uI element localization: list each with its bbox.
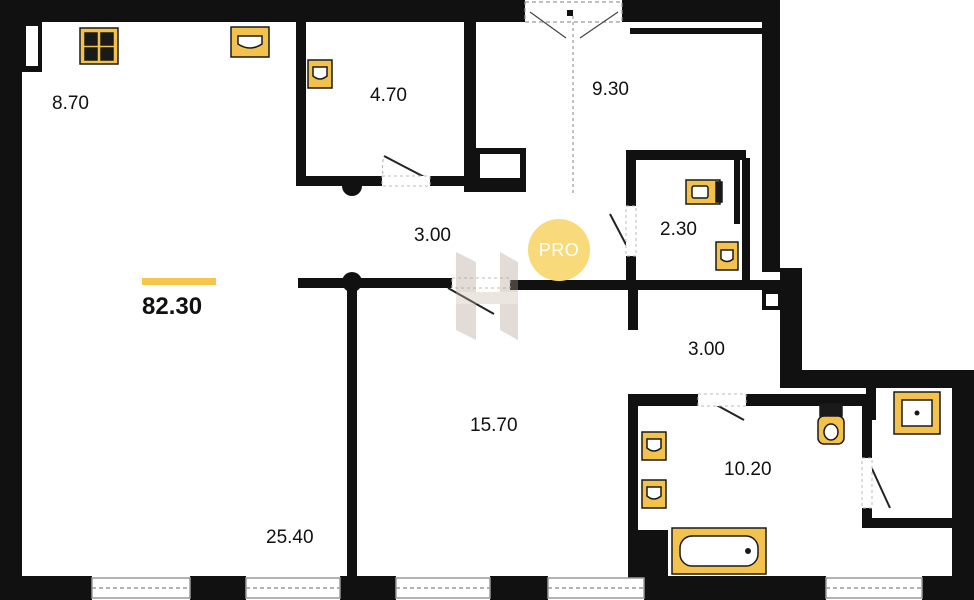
total-area: 82.30: [142, 293, 203, 320]
wall-corridor-left: [298, 278, 452, 288]
wall-shower-left: [866, 380, 876, 420]
wall-bottom-6: [922, 576, 974, 600]
wall-toilet-shaft-1: [734, 158, 740, 224]
wall-toilet-left-b: [626, 256, 636, 286]
window-icon: [547, 577, 645, 599]
wall-corridor-stub: [628, 280, 638, 330]
wall-bath-top-b: [746, 394, 866, 406]
wall-pillar-pantry: [342, 176, 362, 196]
area-bedroom: 15.70: [470, 415, 518, 436]
windows: [91, 577, 923, 599]
wall-living-divider: [347, 282, 357, 582]
wall-pantry-right: [464, 22, 476, 192]
wall-bath-top-a: [628, 394, 698, 406]
window-icon: [245, 577, 341, 599]
wall-right-step: [780, 268, 802, 388]
door-icon: [861, 457, 891, 509]
wall-bottom-4: [490, 576, 548, 600]
area-toilet: 2.30: [660, 219, 697, 240]
pro-badge: PRO: [528, 219, 590, 281]
wall-bath-left: [628, 394, 638, 580]
wall-bottom-2: [190, 576, 246, 600]
logo-icon: [456, 252, 518, 340]
door-icon: [524, 1, 623, 195]
window-icon: [395, 577, 491, 599]
window-icon: [825, 577, 923, 599]
wall-toilet-top: [626, 150, 746, 160]
area-living: 25.40: [266, 527, 314, 548]
window-icon: [91, 577, 191, 599]
area-pantry: 4.70: [370, 85, 407, 106]
door-icon: [447, 277, 511, 315]
wall-pantry-bottom-a: [296, 176, 382, 186]
wall-left: [0, 0, 22, 600]
wall-notch-kitchen-in: [26, 26, 38, 66]
sink-icon: [641, 479, 667, 509]
wall-pantry-left: [296, 22, 306, 186]
area-hall: 9.30: [592, 79, 629, 100]
wall-bottom-5: [644, 576, 826, 600]
wall-top-left: [0, 0, 525, 22]
door-icon: [609, 205, 637, 257]
wall-right-lower: [952, 370, 974, 600]
sink-icon: [307, 59, 333, 89]
fixtures: [79, 26, 941, 575]
wall-right-notch: [780, 370, 974, 388]
wall-bath-right-a: [862, 394, 872, 458]
door-icon: [697, 393, 747, 421]
sink-icon: [715, 241, 739, 271]
wall-top-right: [622, 0, 780, 22]
wall-bottom-1: [0, 576, 92, 600]
toilet-icon: [685, 179, 723, 205]
wall-bath-left-curve: [638, 530, 668, 580]
toilet-icon: [817, 403, 845, 445]
pro-badge-label: PRO: [538, 239, 580, 260]
wall-corridor-right: [510, 280, 780, 290]
total-area-accent-bar: [142, 278, 216, 285]
interior-doors: [381, 155, 891, 509]
wall-hall-top-inner: [630, 28, 762, 34]
area-kitchen: 8.70: [52, 93, 89, 114]
stove-icon: [79, 27, 119, 65]
wall-toilet-shaft-2: [742, 158, 750, 282]
sink-icon: [230, 26, 270, 58]
shower-icon: [893, 391, 941, 435]
bathtub-icon: [671, 527, 767, 575]
area-corridor-2: 3.00: [688, 339, 725, 360]
wall-hall-bump-in: [480, 154, 520, 178]
area-bathroom: 10.20: [724, 459, 772, 480]
area-corridor: 3.00: [414, 225, 451, 246]
shaft-box-in: [766, 294, 778, 306]
wall-toilet-left-a: [626, 150, 636, 206]
door-icon: [381, 155, 431, 187]
wall-shower-bottom: [866, 518, 954, 528]
sink-icon: [641, 431, 667, 461]
wall-right-upper: [762, 0, 780, 272]
